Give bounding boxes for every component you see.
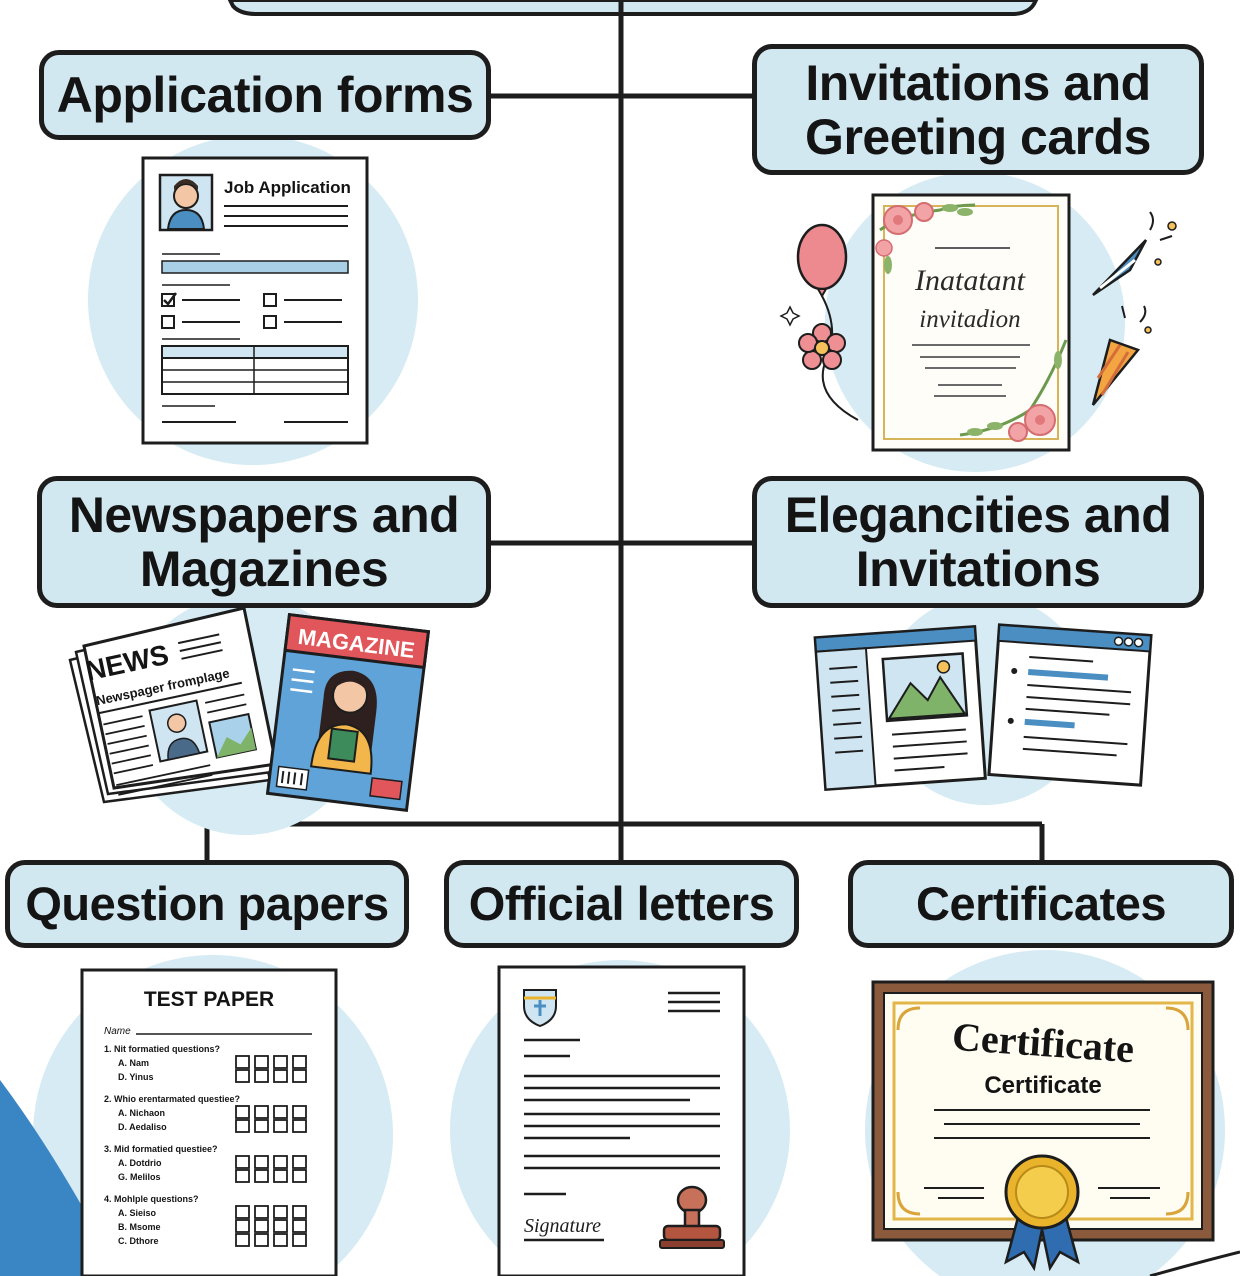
answer-checkbox	[273, 1233, 288, 1247]
certificate-subtitle: Certificate	[984, 1072, 1101, 1099]
answer-checkbox	[273, 1155, 288, 1169]
answer-checkbox	[292, 1105, 307, 1119]
test-option: C. Dthore	[118, 1236, 159, 1246]
answer-checkbox	[273, 1105, 288, 1119]
answer-checkbox	[254, 1169, 269, 1183]
test-option: A. Nichaon	[118, 1108, 165, 1118]
test-option: A. Nam	[118, 1058, 149, 1068]
answer-checkbox	[292, 1055, 307, 1069]
node-official-letters-label: Official letters	[468, 876, 775, 930]
node-elegancities-invitations: Elegancities and Invitations	[752, 476, 1204, 608]
test-option: D. Aedaliso	[118, 1122, 167, 1132]
test-paper-name-label: Name	[104, 1026, 131, 1037]
node-question-papers-label: Question papers	[25, 876, 389, 930]
test-question: 1. Nit formatied questions?	[104, 1044, 220, 1054]
node-question-papers: Question papers	[5, 860, 409, 948]
node-invitations-greeting-line1: Invitations and	[805, 54, 1151, 111]
node-invitations-greeting-cards: Invitations and Greeting cards	[752, 44, 1204, 175]
answer-checkbox	[273, 1069, 288, 1083]
answer-checkbox	[235, 1205, 250, 1219]
node-certificates: Certificates	[848, 860, 1234, 948]
answer-checkbox	[254, 1069, 269, 1083]
answer-checkbox	[254, 1055, 269, 1069]
answer-checkbox	[254, 1205, 269, 1219]
test-option: B. Msome	[118, 1222, 161, 1232]
answer-checkbox	[235, 1055, 250, 1069]
answer-checkbox	[235, 1233, 250, 1247]
answer-checkbox	[292, 1155, 307, 1169]
node-newspapers-magazines-line1: Newspapers and	[68, 487, 460, 543]
answer-checkbox	[273, 1205, 288, 1219]
answer-checkbox	[273, 1169, 288, 1183]
node-certificates-label: Certificates	[916, 876, 1167, 930]
invitation-script-subtitle: invitadion	[919, 306, 1020, 333]
test-question: 2. Whio erentarmated questiee?	[104, 1094, 240, 1104]
top-box-fragment	[227, 0, 1039, 16]
connector-lines	[204, 0, 1045, 860]
answer-checkbox	[254, 1219, 269, 1233]
node-newspapers-magazines-line2: Magazines	[139, 541, 389, 597]
letter-signature: Signature	[524, 1215, 601, 1237]
answer-checkbox	[254, 1105, 269, 1119]
answer-checkbox	[292, 1169, 307, 1183]
answer-checkbox	[292, 1119, 307, 1133]
answer-checkbox	[292, 1219, 307, 1233]
invitation-card-illustration: Inatatant invitadion	[779, 193, 1177, 452]
node-elegancities-invitations-line2: Invitations	[855, 541, 1101, 597]
answer-checkbox	[254, 1233, 269, 1247]
magazine-illustration: MAGAZINE	[265, 612, 431, 813]
node-application-forms: Application forms	[39, 50, 491, 140]
test-option: D. Yinus	[118, 1072, 154, 1082]
answer-checkbox	[235, 1155, 250, 1169]
job-application-title: Job Application	[224, 178, 351, 197]
node-elegancities-invitations-line1: Elegancities and	[784, 487, 1172, 543]
answer-checkbox	[235, 1219, 250, 1233]
node-official-letters: Official letters	[444, 860, 799, 948]
job-application-illustration: Job Application	[141, 156, 369, 445]
answer-checkbox	[254, 1155, 269, 1169]
rubber-stamp	[659, 1185, 725, 1249]
answer-checkbox	[292, 1205, 307, 1219]
node-newspapers-magazines: Newspapers and Magazines	[37, 476, 491, 608]
test-question: 4. Mohlple questions?	[104, 1194, 199, 1204]
answer-checkbox	[292, 1069, 307, 1083]
answer-checkbox	[292, 1233, 307, 1247]
test-option: A. Dotdrio	[118, 1158, 162, 1168]
test-option: A. Sieiso	[118, 1208, 157, 1218]
node-invitations-greeting-line2: Greeting cards	[805, 108, 1151, 165]
answer-checkbox	[235, 1105, 250, 1119]
official-letter-illustration: Signature	[497, 965, 746, 1276]
test-question: 3. Mid formatied questiee?	[104, 1144, 218, 1154]
document-pages-illustration	[813, 623, 1153, 791]
test-paper-title: TEST PAPER	[144, 988, 274, 1011]
answer-checkbox	[235, 1169, 250, 1183]
test-paper-illustration: TEST PAPER Name 1. Nit formatied questio…	[80, 968, 338, 1276]
answer-checkbox	[273, 1055, 288, 1069]
answer-checkbox	[254, 1119, 269, 1133]
newspaper-illustration: NEWS Newspager fromplage	[68, 606, 278, 804]
invitation-script-title: Inatatant	[914, 264, 1026, 297]
answer-checkbox	[273, 1219, 288, 1233]
certificate-illustration: Certificate Certificate	[871, 980, 1215, 1272]
test-option: G. Melilos	[118, 1172, 161, 1182]
test-paper-questions: 1. Nit formatied questions? A. Nam D. Yinu…	[104, 1044, 307, 1247]
node-application-forms-label: Application forms	[56, 67, 474, 123]
answer-checkbox	[235, 1119, 250, 1133]
answer-checkbox	[235, 1069, 250, 1083]
answer-checkbox	[273, 1119, 288, 1133]
